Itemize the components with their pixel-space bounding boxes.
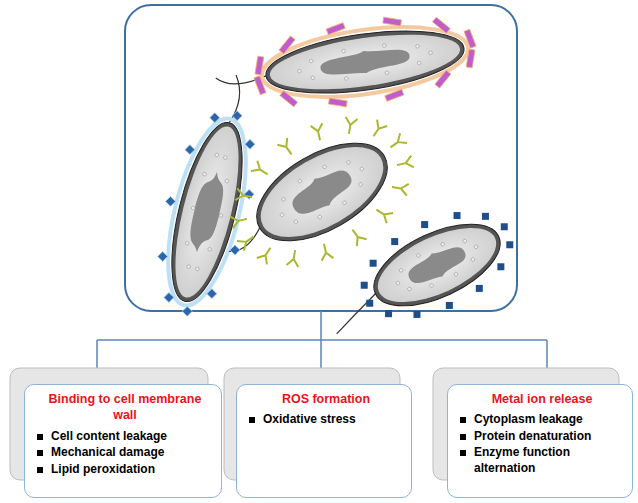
bullet-text: Cell content leakage [51, 429, 167, 445]
effect-box: ROS formationOxidative stress [236, 384, 412, 498]
box-heading: Binding to cell membrane wall [37, 391, 213, 424]
bullet-text: Lipid peroxidation [51, 462, 155, 478]
bullet-square [460, 434, 466, 440]
bullet-row: Lipid peroxidation [37, 462, 213, 478]
bullet-row: Cell content leakage [37, 429, 213, 445]
bullet-row: Cytoplasm leakage [460, 412, 624, 428]
effect-box: Metal ion releaseCytoplasm leakageProtei… [447, 384, 633, 498]
bullet-square [460, 417, 466, 423]
bullet-row: Mechanical damage [37, 445, 213, 461]
bacteria [153, 16, 514, 345]
tree-lines [97, 311, 547, 368]
bullet-text: Mechanical damage [51, 445, 164, 461]
bullet-text: Enzyme function alternation [474, 445, 624, 476]
box-heading: ROS formation [249, 391, 403, 407]
bullet-square [460, 450, 466, 456]
effect-box: Binding to cell membrane wallCell conten… [24, 384, 222, 498]
bullet-row: Oxidative stress [249, 412, 403, 428]
bullet-square [37, 467, 43, 473]
bullet-square [37, 450, 43, 456]
bullet-text: Cytoplasm leakage [474, 412, 583, 428]
bullet-row: Enzyme function alternation [460, 445, 624, 476]
bullet-text: Oxidative stress [263, 412, 356, 428]
bullet-square [37, 434, 43, 440]
bullet-text: Protein denaturation [474, 429, 591, 445]
box-heading: Metal ion release [460, 391, 624, 407]
bullet-row: Protein denaturation [460, 429, 624, 445]
bullet-square [249, 417, 255, 423]
